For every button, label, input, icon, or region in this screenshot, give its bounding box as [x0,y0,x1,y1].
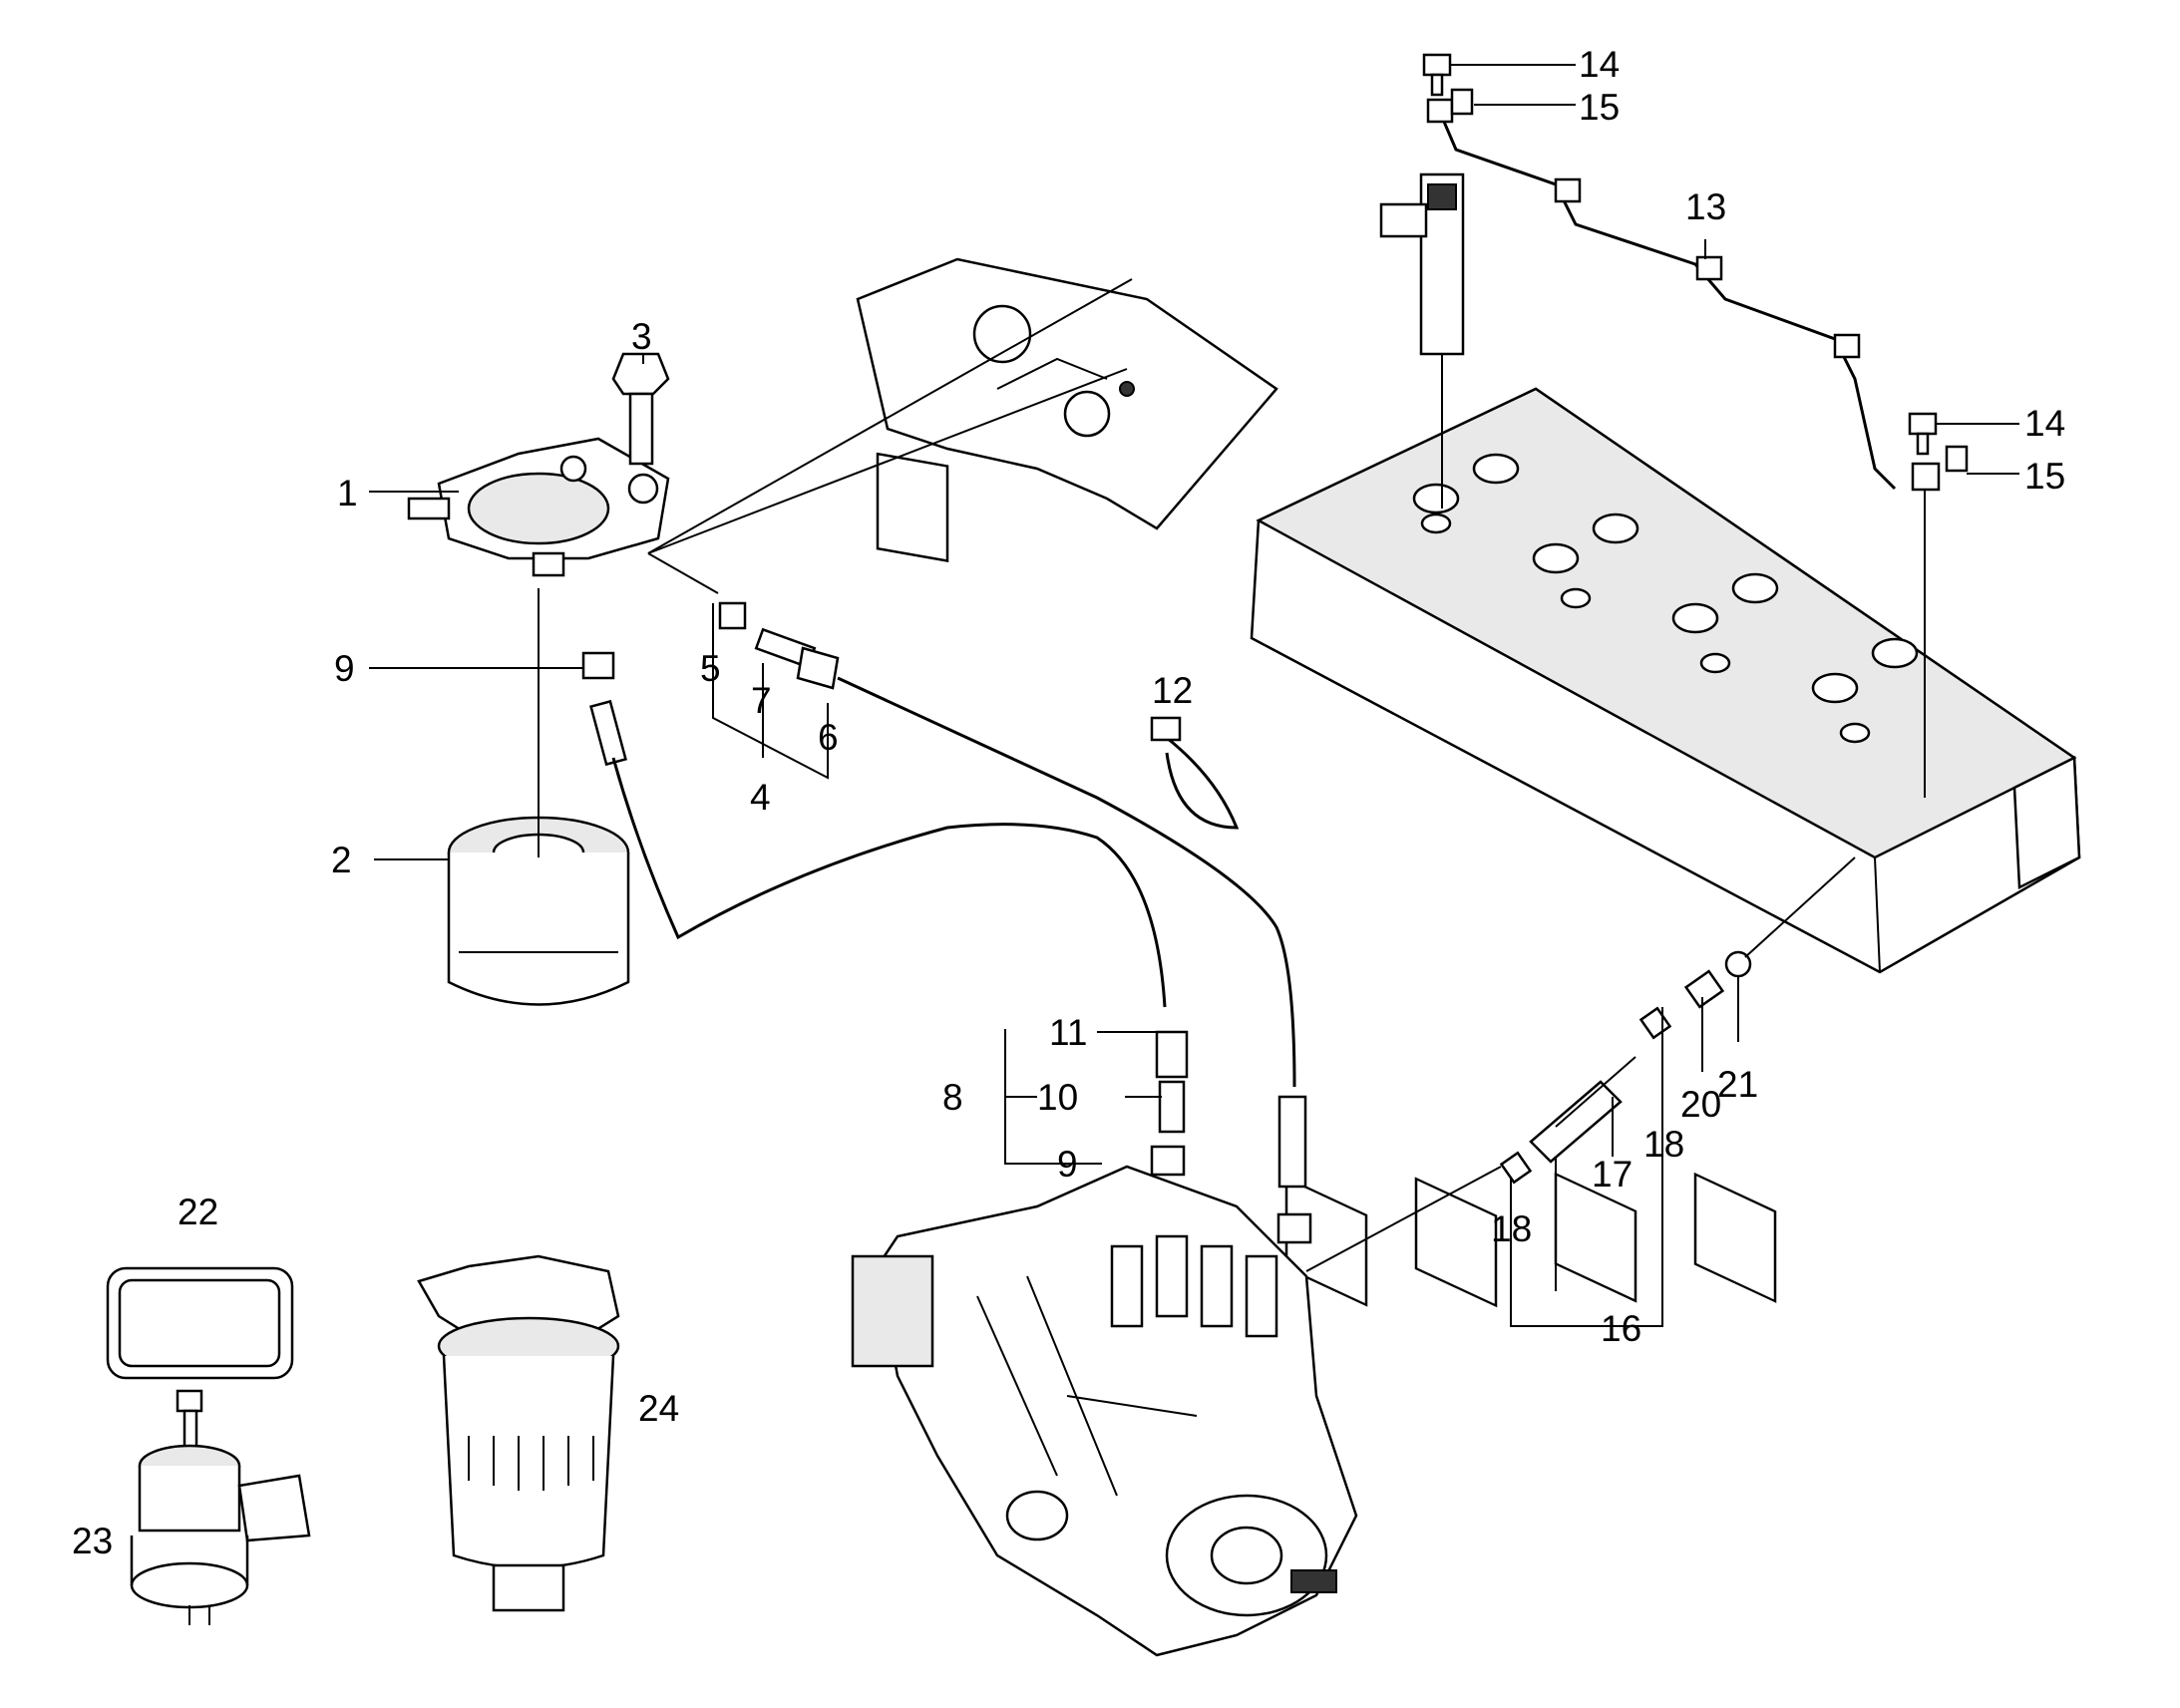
callout-13: 13 [1685,186,1726,227]
hose-17 [1529,1080,1623,1164]
pipe-10 [1158,1080,1186,1134]
clamp-9-lower [1150,1145,1186,1177]
callout-8: 8 [942,1077,963,1118]
callout-14b: 14 [2024,403,2065,444]
engine-block-partial [856,257,1278,562]
callout-24: 24 [638,1388,679,1429]
spring-11 [1155,1030,1189,1079]
bolt-14-right [1908,412,1938,456]
hose-clamp-9-upper [581,651,615,680]
callout-7: 7 [751,680,772,721]
callout-2: 2 [331,840,352,880]
callout-18b: 18 [1643,1124,1684,1165]
injector-leak-off-fitting [1379,202,1428,238]
return-hose-piece [1277,1095,1307,1189]
sensor-23 [130,1389,311,1625]
hose-fittings-5-7-6 [718,601,840,690]
callout-21: 21 [1717,1064,1758,1105]
callout-9b: 9 [1057,1144,1078,1185]
head-top-ports [1412,453,1919,744]
fuel-filter-assembly-24 [417,1254,620,1612]
bolt-3 [611,352,670,466]
callout-5: 5 [700,648,721,689]
callout-14a: 14 [1579,44,1620,85]
callout-16: 16 [1601,1308,1641,1349]
callout-12: 12 [1152,670,1193,711]
spring-17 [1555,1056,1636,1128]
clamp-18-lower [1499,1151,1533,1185]
return-hose-assembly-16 [1499,950,1752,1185]
cylinder-head [1250,387,2081,1308]
callout-23: 23 [72,1521,113,1561]
callout-11: 11 [1049,1012,1087,1053]
filter-head-outlet-fitting [532,551,565,577]
callout-15b: 15 [2024,456,2065,497]
fitting-20 [1683,969,1725,1009]
cover-22 [106,1266,294,1380]
pump-shaft [1290,1569,1337,1593]
washer-15-right [1945,445,1969,473]
hose-section-upper [589,699,627,767]
fitting-stack-8 [1150,1030,1189,1177]
return-clamp [1276,1212,1312,1244]
callout-20: 20 [1680,1084,1721,1125]
side-port-2 [1414,1177,1498,1308]
side-port-4 [1693,1172,1777,1303]
filter-head-inlet-fitting [407,497,451,520]
clip-band-12 [1150,716,1240,830]
bolt-14-top [1422,53,1452,97]
pump-delivery-valves [1110,1234,1278,1338]
injector [1379,172,1465,356]
fuel-filter-head [407,437,670,577]
leak-off-banjos [1426,98,1941,492]
callout-labels: 1 2 3 4 5 6 7 8 9 9 10 11 12 13 14 14 15… [72,44,2065,1561]
spring-6 [796,646,840,690]
callout-9a: 9 [334,648,355,689]
clip-5 [718,601,747,630]
leader-lines [369,64,2019,1327]
callout-22: 22 [178,1192,218,1232]
callout-10: 10 [1037,1077,1078,1118]
head-end-face [2012,756,2081,889]
pump-solenoid-box [851,1254,934,1368]
callout-1: 1 [337,473,358,513]
callout-3: 3 [631,316,652,357]
callout-17: 17 [1592,1154,1633,1195]
callout-4: 4 [750,777,771,818]
return-line [837,676,1296,1088]
callout-18a: 18 [1491,1208,1532,1249]
feed-hose-line [611,757,1167,1008]
injection-pump [851,1165,1358,1657]
leak-off-pipe-13 [1439,114,1897,491]
callout-15a: 15 [1579,87,1620,128]
callout-6: 6 [818,717,839,758]
washer-15-top [1450,88,1474,116]
clamp-18-upper [1638,1006,1672,1040]
